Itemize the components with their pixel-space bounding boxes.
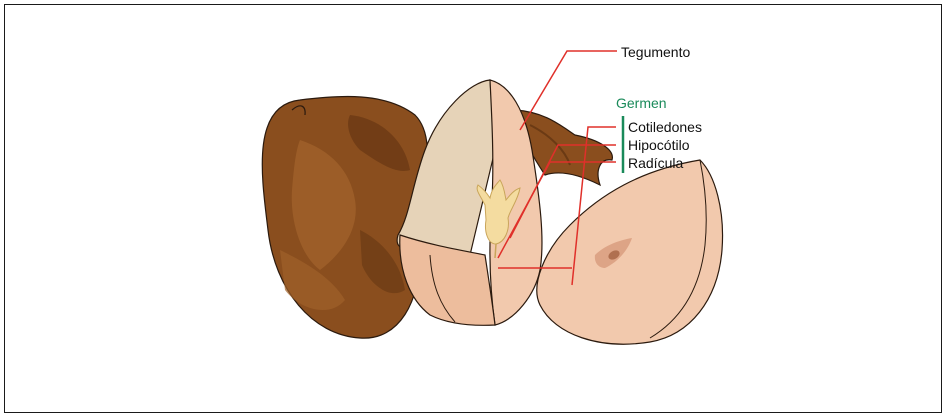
whole-seed xyxy=(262,96,427,338)
right-cotyledon xyxy=(537,160,723,344)
middle-seed-half xyxy=(397,80,542,325)
label-tegumento: Tegumento xyxy=(621,44,690,60)
label-germen: Germen xyxy=(616,95,667,111)
label-hipocotilo: Hipocótilo xyxy=(628,137,689,153)
label-cotiledones: Cotiledones xyxy=(628,119,702,135)
label-radicula: Radícula xyxy=(628,155,683,171)
